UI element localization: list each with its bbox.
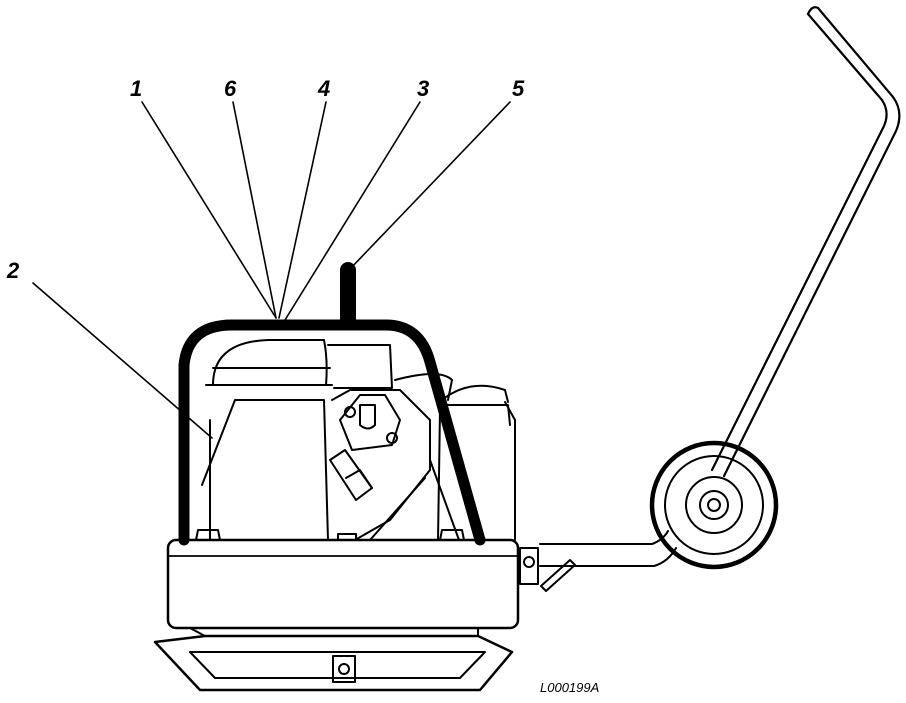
leader-line-6 (232, 101, 277, 319)
figure-id: L000199A (540, 680, 600, 695)
leader-line-5 (348, 101, 511, 271)
leader-line-1 (141, 101, 277, 319)
callout-label-3: 3 (417, 76, 430, 101)
guide-handle (710, 6, 901, 478)
callout-label-6: 6 (224, 76, 237, 101)
leader-line-3 (284, 101, 421, 321)
leader-lines (32, 101, 511, 439)
callout-label-5: 5 (512, 76, 525, 101)
mount-bolts (195, 529, 465, 541)
transport-wheel (649, 440, 779, 570)
vibrating-plate (153, 627, 514, 692)
base-housing (166, 538, 520, 630)
leader-line-4 (278, 101, 327, 319)
wheel-arm (519, 530, 677, 592)
callout-label-4: 4 (318, 76, 331, 101)
protective-frame (178, 319, 486, 546)
callout-label-2: 2 (7, 258, 20, 283)
callout-label-1: 1 (130, 76, 143, 101)
exhaust-stack (340, 262, 356, 328)
engine-assembly (201, 339, 516, 541)
